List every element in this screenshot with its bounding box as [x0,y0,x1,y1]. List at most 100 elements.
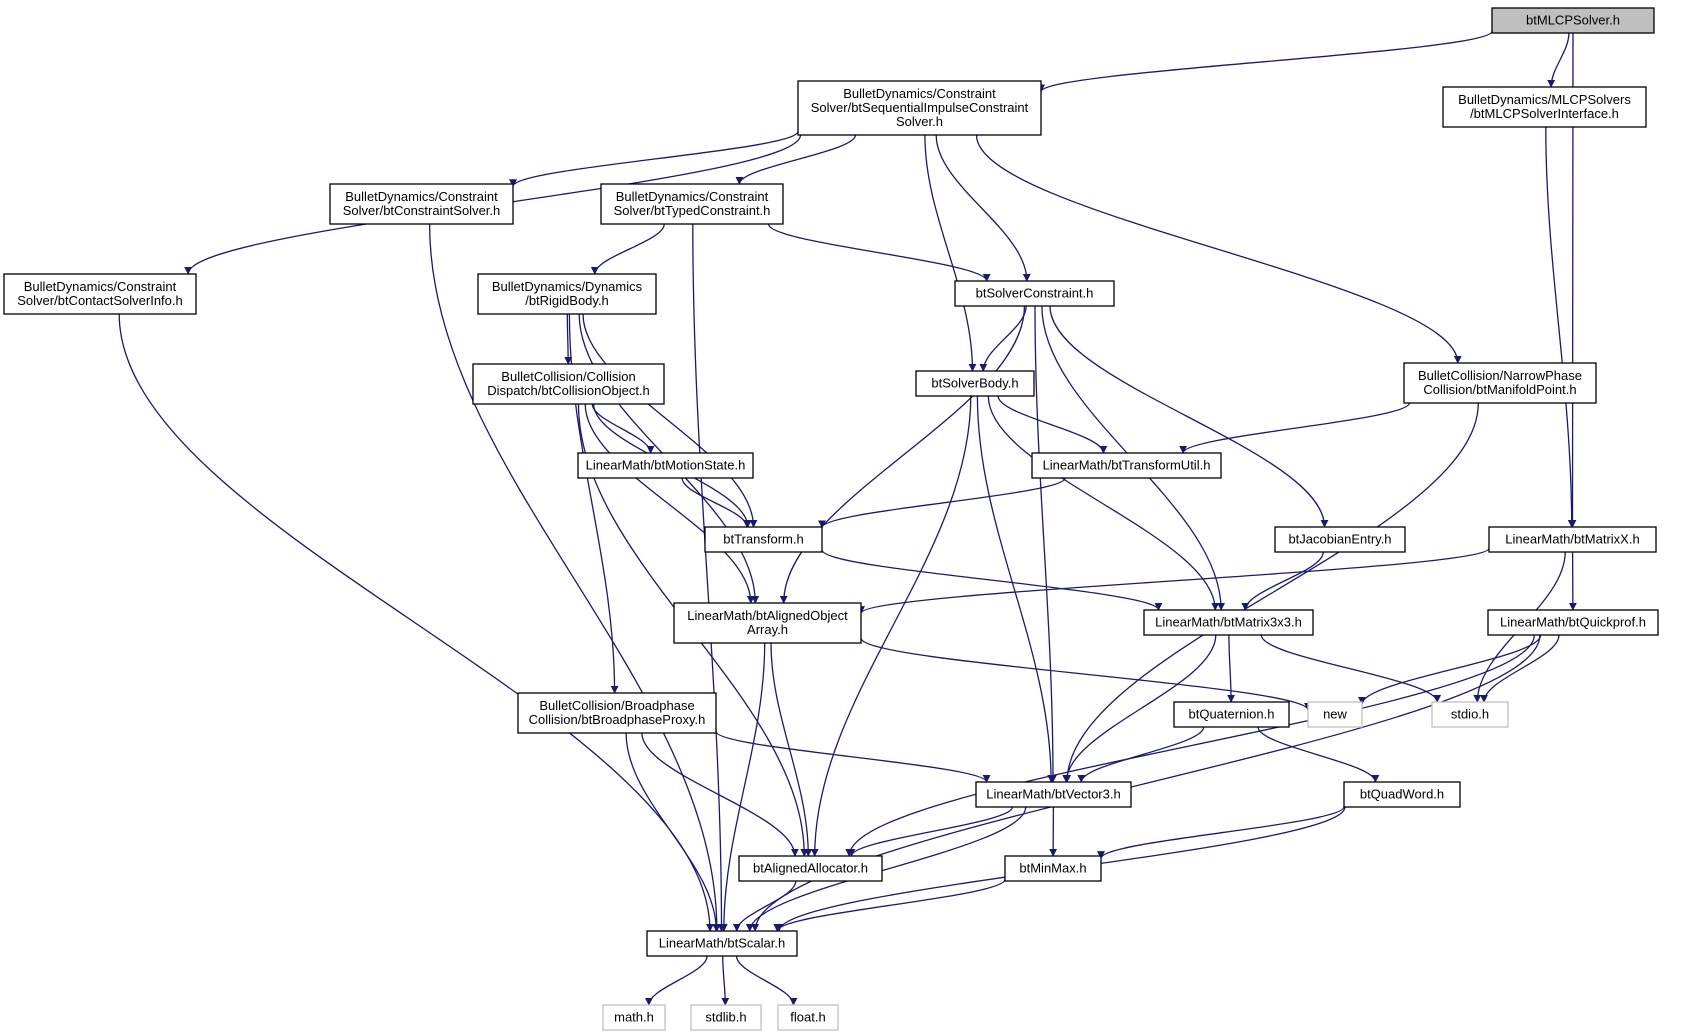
edge-solver_body-to-transform_util [997,395,1108,454]
node-label: float.h [790,1010,825,1025]
node-label: BulletDynamics/Dynamics [492,279,643,294]
node-label: btJacobianEntry.h [1288,532,1391,547]
node-jacobian_entry[interactable]: btJacobianEntry.h [1274,526,1406,553]
edge-min_max-to-scalar [773,879,1006,932]
node-manifold_point[interactable]: BulletCollision/NarrowPhaseCollision/btM… [1403,362,1597,404]
edge-aligned_object_array-to-new_hdr [860,637,1312,711]
edge-seq_impulse-to-typed_constraint [735,134,857,185]
edge-jacobian_entry-to-matrix3x3 [1241,551,1324,611]
node-quaternion[interactable]: btQuaternion.h [1173,701,1290,728]
node-label: LinearMath/btScalar.h [659,936,785,951]
edge-quaternion-to-vector3 [1077,726,1205,783]
node-quickprof[interactable]: LinearMath/btQuickprof.h [1487,609,1659,636]
node-box [797,80,1042,136]
node-label: BulletDynamics/Constraint [616,189,769,204]
edge-rigid_body-to-transform [582,313,758,528]
node-mlcp_solver[interactable]: btMLCPSolver.h [1491,7,1655,34]
edge-solver_body-to-vector3 [976,395,1056,783]
node-label: btSolverBody.h [931,376,1018,391]
node-mlcp_iface[interactable]: BulletDynamics/MLCPSolvers/btMLCPSolverI… [1442,86,1647,128]
node-box [975,781,1132,808]
edge-typed_constraint-to-scalar [692,223,726,932]
node-label: Solver/btConstraintSolver.h [343,203,501,218]
node-box [1143,609,1314,636]
edge-collision_object-to-aligned_object_array [584,403,755,604]
node-min_max[interactable]: btMinMax.h [1004,855,1102,882]
node-label: LinearMath/btMatrix3x3.h [1155,615,1302,630]
node-contact_solver_info[interactable]: BulletDynamics/ConstraintSolver/btContac… [3,273,197,315]
node-label: LinearMath/btTransformUtil.h [1043,458,1211,473]
node-rigid_body[interactable]: BulletDynamics/Dynamics/btRigidBody.h [477,273,657,315]
node-layer: btMLCPSolver.hBulletDynamics/ConstraintS… [3,7,1659,1031]
edge-solver_body-to-aligned_allocator [810,395,972,857]
node-box [954,280,1115,307]
node-label: Solver.h [896,114,943,129]
node-label: LinearMath/btMotionState.h [586,458,746,473]
node-box [1274,526,1406,553]
node-box [517,692,717,734]
node-seq_impulse[interactable]: BulletDynamics/ConstraintSolver/btSequen… [797,80,1042,136]
node-box [690,1004,762,1031]
node-label: LinearMath/btQuickprof.h [1500,615,1646,630]
node-box [1004,855,1102,882]
node-label: btQuaternion.h [1188,707,1274,722]
edge-manifold_point-to-transform_util [1179,402,1411,454]
edge-vector3-to-aligned_allocator [847,806,1014,857]
edge-solver_body-to-matrix3x3 [987,395,1220,611]
edge-broadphase_proxy-to-scalar [625,732,721,932]
node-broadphase_proxy[interactable]: BulletCollision/BroadphaseCollision/btBr… [517,692,717,734]
node-solver_constraint[interactable]: btSolverConstraint.h [954,280,1115,307]
node-scalar[interactable]: LinearMath/btScalar.h [646,930,798,957]
node-matrix3x3[interactable]: LinearMath/btMatrix3x3.h [1143,609,1314,636]
node-label: btTransform.h [723,532,803,547]
node-label: new [1323,707,1347,722]
edge-mlcp_solver-to-seq_impulse [1037,30,1493,93]
node-label: LinearMath/btAlignedObject [687,608,848,623]
node-box [1488,526,1657,553]
node-label: LinearMath/btMatrixX.h [1505,532,1639,547]
edge-motion_state-to-transform [681,477,751,528]
edge-constraint_solver-to-scalar [428,223,721,932]
node-box [577,452,754,479]
node-matrix_x[interactable]: LinearMath/btMatrixX.h [1488,526,1657,553]
edge-quaternion-to-quad_word [1257,726,1380,783]
node-box [1173,701,1290,728]
node-float_hdr: float.h [777,1004,839,1031]
edge-solver_constraint-to-vector3 [1034,305,1057,783]
node-aligned_allocator[interactable]: btAlignedAllocator.h [738,855,883,882]
edge-mlcp_solver-to-mlcp_iface [1547,32,1570,88]
node-label: math.h [614,1010,654,1025]
edge-quickprof-to-aligned_allocator [845,634,1535,857]
node-label: BulletCollision/Broadphase [539,698,694,713]
node-box [329,183,514,225]
edge-aligned_allocator-to-scalar [732,880,797,932]
node-stdlib_hdr: stdlib.h [690,1004,762,1031]
edge-matrix_x-to-aligned_object_array [857,547,1490,615]
node-solver_body[interactable]: btSolverBody.h [915,370,1035,397]
node-box [1491,7,1655,34]
node-box [602,1004,666,1031]
node-transform[interactable]: btTransform.h [704,526,823,553]
edge-transform-to-matrix3x3 [821,549,1163,611]
node-box [646,930,798,957]
node-typed_constraint[interactable]: BulletDynamics/ConstraintSolver/btTypedC… [600,183,784,225]
node-label: BulletDynamics/Constraint [24,279,177,294]
node-constraint_solver[interactable]: BulletDynamics/ConstraintSolver/btConstr… [329,183,514,225]
node-box [472,363,665,405]
edge-broadphase_proxy-to-vector3 [715,730,991,783]
node-collision_object[interactable]: BulletCollision/CollisionDispatch/btColl… [472,363,665,405]
edge-matrix3x3-to-stdio_hdr [1260,634,1442,703]
node-quad_word[interactable]: btQuadWord.h [1343,781,1461,808]
edge-seq_impulse-to-solver_constraint [935,134,1031,282]
node-transform_util[interactable]: LinearMath/btTransformUtil.h [1031,452,1222,479]
edge-transform_util-to-transform [818,477,1066,529]
node-label: Dispatch/btCollisionObject.h [487,383,650,398]
edge-solver_constraint-to-jacobian_entry [1049,305,1329,528]
edge-aligned_object_array-to-scalar [719,642,766,932]
node-motion_state[interactable]: LinearMath/btMotionState.h [577,452,754,479]
node-label: stdlib.h [705,1010,746,1025]
edge-seq_impulse-to-solver_body [924,134,977,372]
node-vector3[interactable]: LinearMath/btVector3.h [975,781,1132,808]
